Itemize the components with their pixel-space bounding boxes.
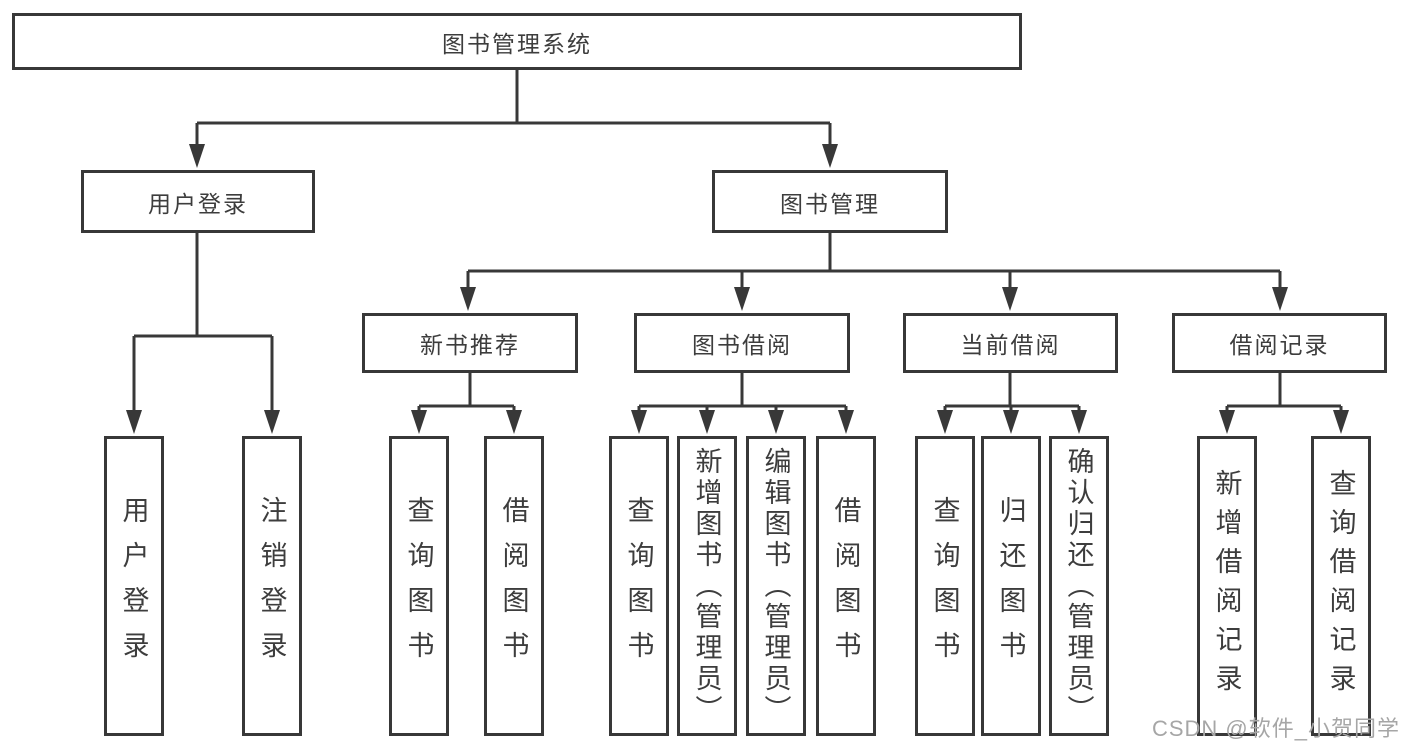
leaf-user-login: 用户登录 [104,436,164,736]
leaf-edit-books-admin: 编辑图书（管理员） [746,436,806,736]
node-new-book-recommendation: 新书推荐 [362,313,578,373]
arrowheads [126,144,1349,434]
leaf-query-books-borrow: 查询图书 [609,436,669,736]
leaf-add-borrow-record: 新增借阅记录 [1197,436,1257,736]
leaf-logout: 注销登录 [242,436,302,736]
leaf-query-books-recommend: 查询图书 [389,436,449,736]
node-current-borrowing: 当前借阅 [903,313,1118,373]
node-book-borrowing: 图书借阅 [634,313,850,373]
leaf-confirm-return-admin: 确认归还（管理员） [1049,436,1109,736]
leaf-borrow-books-borrow: 借阅图书 [816,436,876,736]
leaf-query-books-current: 查询图书 [915,436,975,736]
leaf-borrow-books-recommend: 借阅图书 [484,436,544,736]
leaf-return-books: 归还图书 [981,436,1041,736]
node-user-login: 用户登录 [81,170,315,233]
node-book-management: 图书管理 [712,170,948,233]
csdn-watermark: CSDN @软件_小贺同学 [1151,716,1400,741]
node-library-management-system: 图书管理系统 [12,13,1022,70]
leaf-query-borrow-record: 查询借阅记录 [1311,436,1371,736]
leaf-add-books-admin: 新增图书（管理员） [677,436,737,736]
node-borrowing-records: 借阅记录 [1172,313,1387,373]
